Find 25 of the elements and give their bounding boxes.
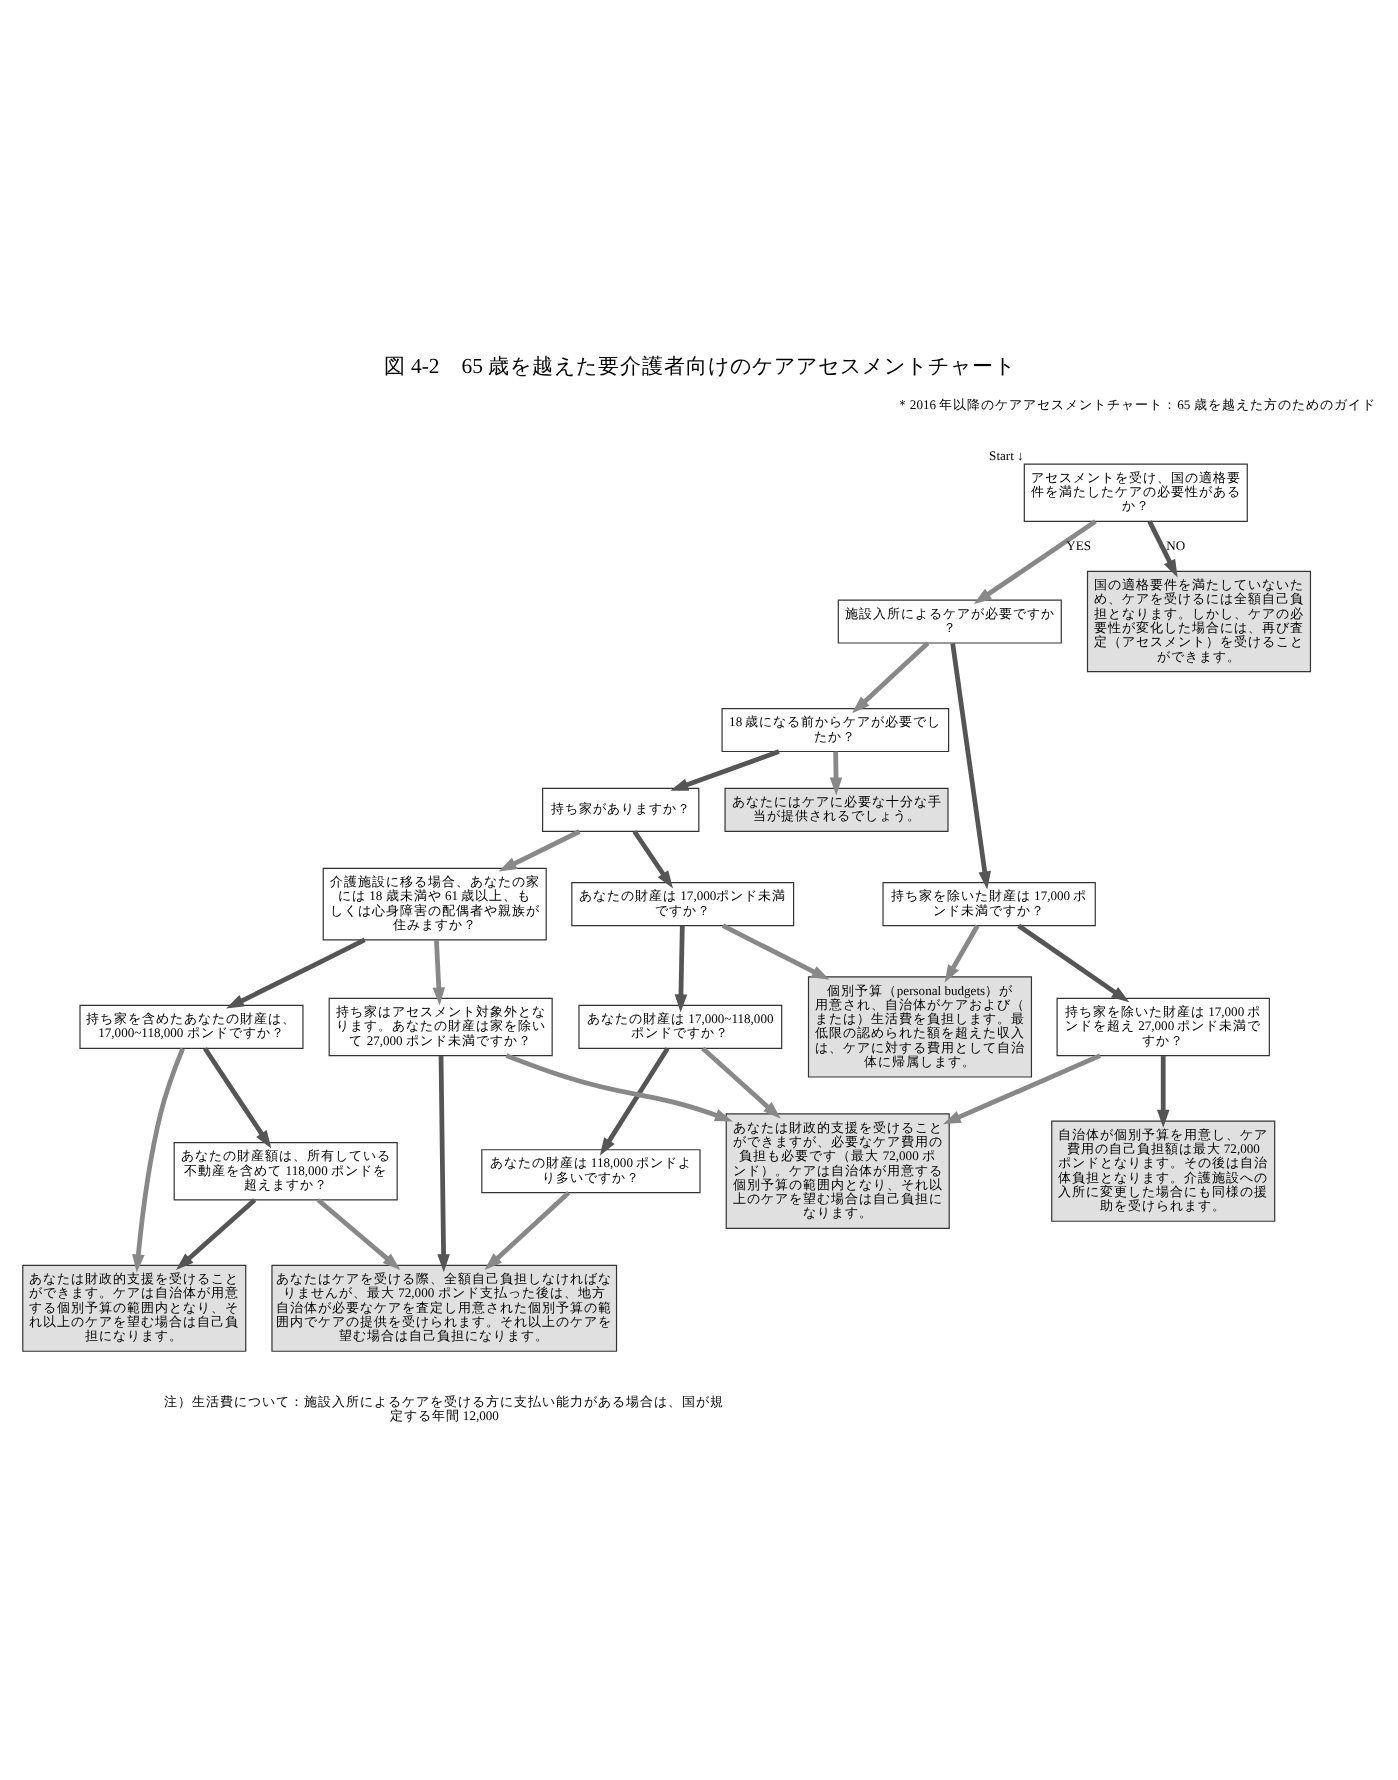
arrow bbox=[1155, 1054, 1169, 1127]
arrow bbox=[972, 518, 1096, 604]
arrow bbox=[700, 1045, 780, 1118]
arrow bbox=[174, 1197, 256, 1269]
arrow bbox=[631, 829, 673, 888]
arrow bbox=[504, 1052, 732, 1121]
arrow bbox=[436, 1054, 449, 1272]
arrow bbox=[315, 1197, 400, 1269]
arrow bbox=[1146, 519, 1177, 577]
arrow bbox=[1016, 922, 1129, 1002]
arrow bbox=[202, 1046, 271, 1148]
arrow bbox=[943, 923, 979, 982]
arrow bbox=[941, 1052, 1100, 1124]
arrow bbox=[851, 640, 929, 713]
arrow bbox=[225, 936, 365, 1008]
arrow bbox=[497, 828, 580, 871]
arrow bbox=[949, 642, 990, 889]
arrow bbox=[483, 1190, 570, 1270]
arrow bbox=[673, 924, 687, 1012]
arrow bbox=[828, 750, 842, 795]
arrow bbox=[431, 939, 445, 1005]
arrow bbox=[720, 922, 829, 979]
arrow bbox=[598, 1046, 669, 1155]
diagram-title: 図 4-2 65 歳を越えた要介護者向けのケアアセスメントチャート bbox=[382, 353, 1016, 378]
arrow bbox=[131, 1046, 184, 1272]
